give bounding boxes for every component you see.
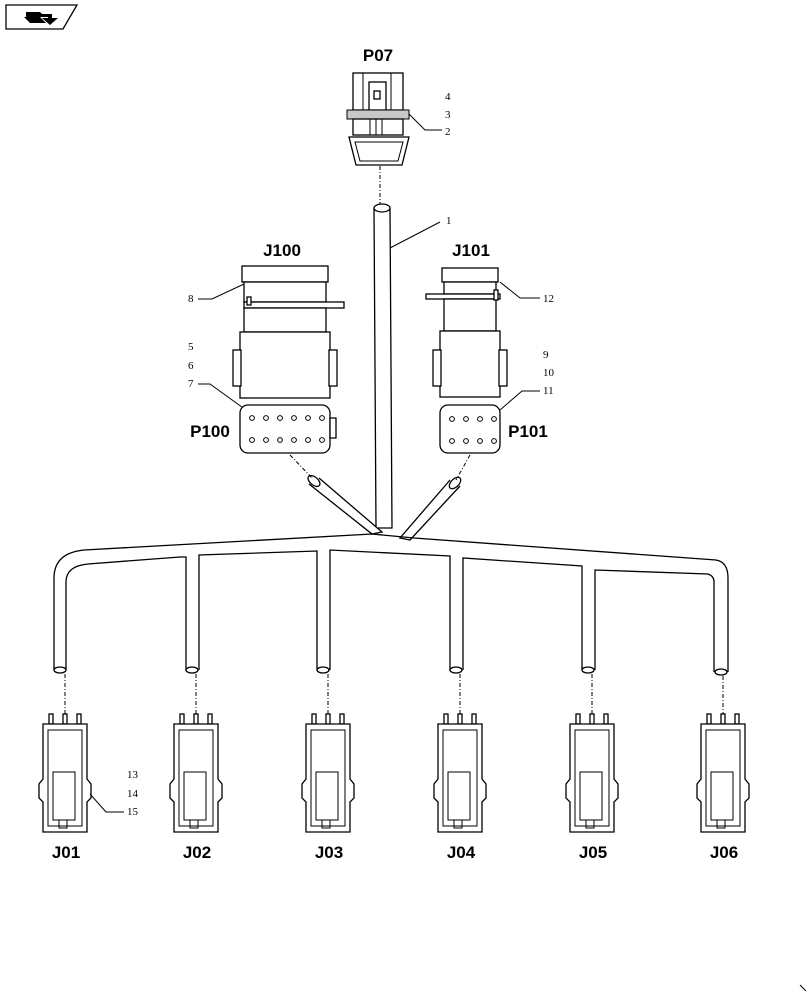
j101-label: J101 — [452, 241, 490, 260]
j03-label: J03 — [315, 843, 343, 862]
callout-2: 2 — [445, 126, 451, 138]
j01-connector — [38, 674, 92, 833]
j04-connector — [433, 674, 487, 833]
j04-label: J04 — [447, 843, 476, 862]
j02-label: J02 — [183, 843, 211, 862]
p100-dash-line — [289, 454, 313, 479]
callout-3: 3 — [445, 109, 451, 121]
p07-label: P07 — [363, 46, 393, 65]
j02-connector — [169, 674, 223, 833]
next-page-arrow-icon[interactable] — [5, 4, 79, 30]
j100-label: J100 — [263, 241, 301, 260]
callout-4: 4 — [445, 91, 451, 103]
callout-10: 10 — [543, 367, 555, 379]
callout-6: 6 — [188, 360, 194, 372]
callout-1-leader — [389, 221, 441, 249]
p100-connector — [239, 404, 337, 454]
j01-label: J01 — [52, 843, 80, 862]
j05-connector — [565, 674, 619, 833]
callout-7: 7 — [188, 378, 194, 390]
callout-9: 9 — [543, 349, 549, 361]
p101-connector — [439, 404, 501, 454]
p101-label: P101 — [508, 422, 548, 441]
callout-12-leader — [499, 281, 540, 299]
j03-connector — [301, 674, 355, 833]
harness-wires — [53, 203, 729, 676]
j101-connector — [425, 267, 508, 398]
p100-label: P100 — [190, 422, 230, 441]
callout-11: 11 — [543, 385, 554, 397]
callout-15-leader — [89, 793, 124, 813]
p101-dash-line — [455, 454, 471, 481]
corner-tick — [799, 984, 807, 992]
callout-2-leader — [408, 113, 442, 131]
callout-8-leader — [198, 283, 245, 300]
j05-label: J05 — [579, 843, 607, 862]
j100-connector — [232, 265, 345, 399]
callout-5: 5 — [188, 341, 194, 353]
j06-label: J06 — [710, 843, 738, 862]
callout-14: 14 — [127, 788, 139, 800]
callout-15: 15 — [127, 806, 139, 818]
p07-connector — [346, 72, 410, 166]
callout-13: 13 — [127, 769, 139, 781]
callout-12: 12 — [543, 293, 554, 305]
callout-7-leader — [198, 383, 247, 411]
callout-1: 1 — [446, 215, 452, 227]
callout-8: 8 — [188, 293, 194, 305]
j06-connector — [696, 676, 750, 833]
callout-11-leader — [499, 390, 540, 411]
